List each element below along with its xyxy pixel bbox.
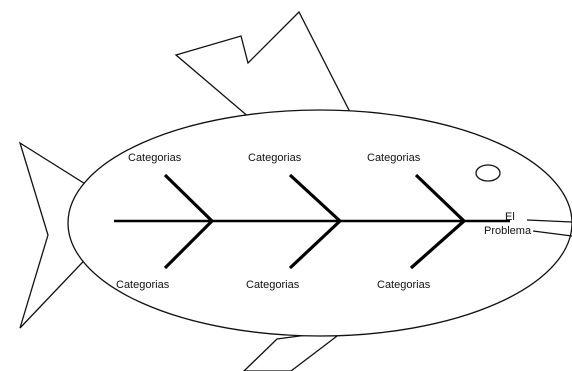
category-label-bottom-1: Categorias: [116, 279, 170, 291]
eye: [476, 165, 500, 181]
category-label-top-2: Categorias: [248, 152, 302, 164]
dorsal-fin: [176, 12, 353, 118]
category-label-bottom-3: Categorias: [377, 279, 431, 291]
category-label-top-3: Categorias: [367, 152, 421, 164]
category-label-bottom-2: Categorias: [246, 279, 300, 291]
problem-label-line2: Problema: [484, 225, 532, 237]
category-label-top-1: Categorias: [128, 152, 182, 164]
fish-body: [68, 110, 572, 336]
problem-label-line1: El: [505, 211, 515, 223]
